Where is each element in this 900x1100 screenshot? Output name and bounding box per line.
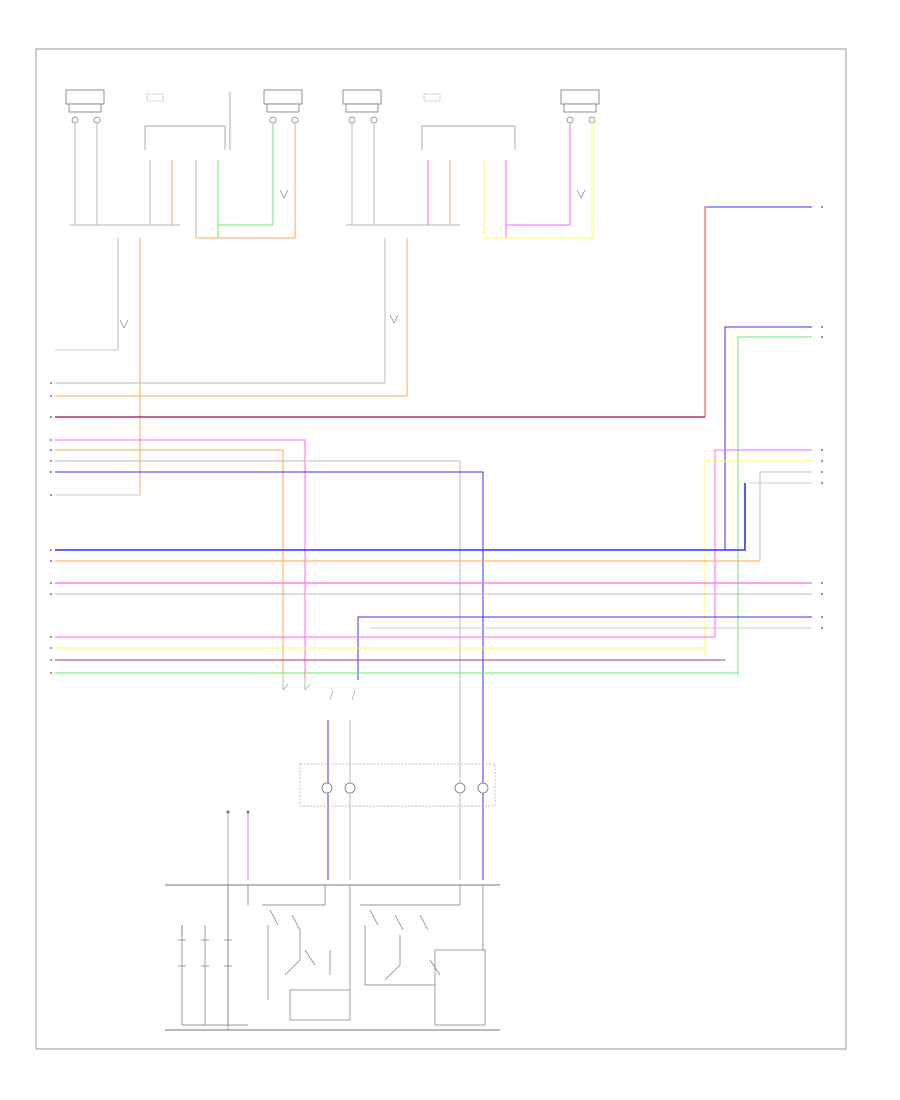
left-pin-marks	[50, 382, 52, 674]
lower-section	[165, 678, 500, 1031]
right-component-1	[342, 89, 382, 124]
top-right-group	[342, 89, 600, 396]
diagram-frame	[35, 48, 847, 1050]
right-component-2	[421, 93, 516, 150]
right-component-3	[560, 89, 600, 124]
left-component-2	[144, 92, 231, 150]
left-component-3	[263, 89, 303, 124]
connector-dashed-box	[299, 763, 496, 807]
right-pin-marks	[821, 206, 823, 629]
top-left-group	[55, 89, 303, 495]
left-component-1	[65, 89, 105, 124]
wire-bus	[55, 206, 812, 880]
